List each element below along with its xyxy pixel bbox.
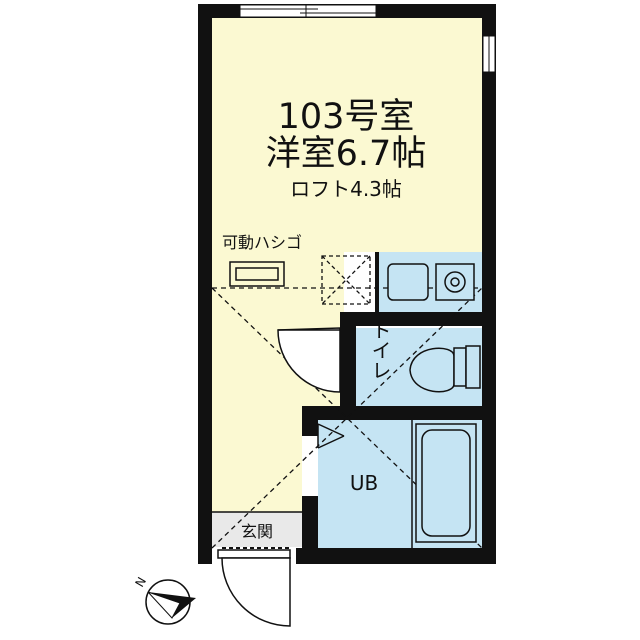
top-window — [239, 4, 377, 18]
kitchen-sink — [387, 263, 429, 301]
side-window — [482, 35, 496, 73]
western-room-size: 洋室6.7帖 — [266, 134, 427, 174]
bath-door — [317, 423, 345, 449]
room-number: 103号室 — [278, 97, 415, 137]
entrance-floor — [210, 512, 302, 547]
entrance-label: 玄関 — [241, 522, 273, 541]
toilet-fixture — [409, 345, 481, 393]
north-label: N — [132, 575, 149, 590]
movable-ladder-label: 可動ハシゴ — [222, 233, 302, 252]
ladder-icon — [229, 261, 285, 287]
compass-icon — [145, 579, 196, 625]
loft-size: ロフト4.3帖 — [290, 177, 402, 201]
loft-hatch — [321, 255, 371, 305]
entrance-door — [217, 549, 291, 627]
stove — [435, 263, 475, 301]
toilet-label: トイレ — [368, 320, 392, 380]
bathtub — [415, 423, 477, 543]
western-room-floor — [210, 18, 482, 518]
toilet-door — [277, 327, 341, 393]
unit-bath-label: UB — [350, 471, 378, 495]
